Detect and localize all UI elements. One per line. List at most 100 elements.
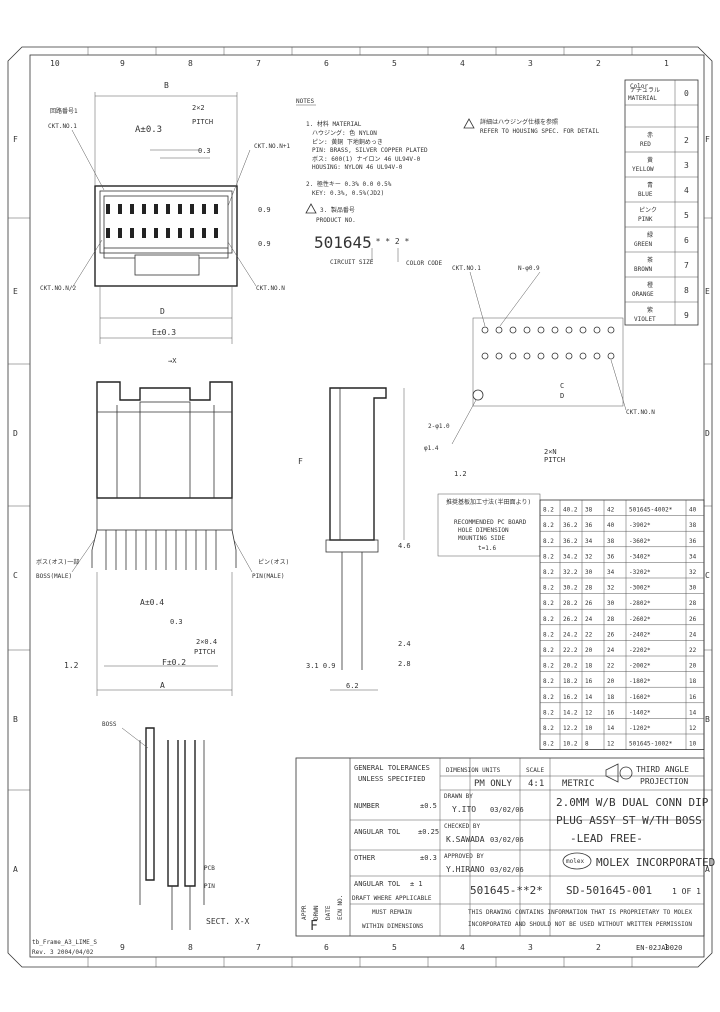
bottom-column-numbers: 9 8 7 6 5 4 3 2 1 [120, 943, 669, 952]
dim-table-cell: 14 [607, 725, 615, 732]
row-label: B [705, 715, 710, 724]
dim-table-cell: 24 [585, 616, 593, 623]
dim-table-cell: 22 [607, 663, 615, 670]
checked-by-label: CHECKED BY [444, 823, 481, 830]
angular-label: ANGULAR TOL [354, 880, 400, 888]
dim-table-cell: 34 [585, 538, 593, 545]
dim-table-cell: 8.2 [543, 507, 554, 514]
top-column-numbers: 10 9 8 7 6 5 4 3 2 1 [50, 59, 669, 68]
sheet-number: 1 OF 1 [672, 887, 701, 896]
dim-table-cell: 36.2 [563, 538, 578, 545]
dim-table-cell: 8.2 [543, 522, 554, 529]
dim-table-cell: 30 [585, 569, 593, 576]
dim-table-cell: -2802* [629, 600, 651, 607]
draft-note: MUST REMAIN [372, 909, 412, 916]
dim-table-cell: 10 [689, 741, 697, 748]
dim-label: 0.9 [258, 240, 271, 248]
approved-by-label: APPROVED BY [444, 853, 484, 860]
dim-label: 0.3 [170, 618, 183, 626]
dim-label: 4.6 [398, 542, 411, 550]
color-code: 0 [684, 89, 689, 98]
color-code: 7 [684, 261, 689, 270]
section-mark: →X [168, 357, 177, 365]
dim-table-cell: 18 [607, 694, 615, 701]
dim-label: A±0.3 [135, 125, 162, 135]
dim-table-cell: -3602* [629, 538, 651, 545]
hole-row-2 [481, 352, 615, 360]
projection-circle-icon [619, 766, 633, 780]
grid-ticks [8, 47, 712, 967]
dim-table-cell: 38 [607, 538, 615, 545]
dim-label: 2×2 [192, 104, 205, 112]
color-jp: 橙 [647, 281, 653, 289]
dim-table-cell: 20 [689, 663, 697, 670]
color-en: VIOLET [634, 316, 656, 323]
dim-label: 1.2 [64, 661, 79, 670]
color-en: ORANGE [632, 291, 654, 298]
draft-note: DRAFT WHERE APPLICABLE [352, 895, 432, 902]
dim-table-cell: 30.2 [563, 585, 578, 592]
notes-block: NOTES 1. 材料 MATERIAL ハウジング: 色 NYLON ピン: … [296, 98, 600, 267]
dim-table-cell: 32 [689, 569, 697, 576]
units-label: DIMENSION UNITS [446, 767, 501, 774]
general-tolerance: UNLESS SPECIFIED [358, 775, 425, 783]
dim-table-cell: 28 [585, 585, 593, 592]
dim-table-cell: 501645-4002* [629, 507, 673, 514]
note-line: 3. 製品番号 [320, 206, 355, 214]
pm-only: PM ONLY [474, 779, 513, 789]
color-code: 5 [684, 211, 689, 220]
legal-notice: THIS DRAWING CONTAINS INFORMATION THAT I… [468, 909, 692, 916]
note-label: D [560, 392, 564, 400]
hole-title-en: MOUNTING SIDE [458, 535, 505, 542]
callout-label: CKT.NO.N [256, 285, 285, 292]
note-label: 1.2 [454, 470, 467, 478]
footer-rev: Rev. 3 2004/04/02 [32, 949, 94, 956]
dim-table-cell: -1402* [629, 709, 651, 716]
dim-table-cell: 8.2 [543, 694, 554, 701]
col-label: 8 [188, 943, 193, 952]
color-code-table: Color MATERIAL ナチュラル 0 赤 RED 2 黄 YELLOW … [624, 79, 699, 326]
hole-title-jp: 推奨基板加工寸法(半田面より) [446, 498, 531, 506]
dim-table-cell: 26.2 [563, 616, 578, 623]
tol-value: ±0.25 [418, 828, 439, 836]
note-line: 1. 材料 MATERIAL [306, 120, 362, 128]
hole-title-en: t=1.6 [478, 545, 496, 552]
drawn-by: Y.ITO [452, 805, 476, 814]
dim-table-cell: 22 [689, 647, 697, 654]
dim-table-cell: 38 [689, 522, 697, 529]
dim-table-cell: -2602* [629, 616, 651, 623]
color-code: 2 [684, 136, 689, 145]
color-en: GREEN [634, 241, 652, 248]
dim-table-cell: 34 [607, 569, 615, 576]
color-jp: 茶 [647, 256, 653, 264]
legal-notice: INCORPORATED AND SHOULD NOT BE USED WITH… [468, 921, 692, 928]
dim-table-cell: -3902* [629, 522, 651, 529]
tol-value: ±0.5 [420, 802, 437, 810]
dim-table-cell: 36.2 [563, 522, 578, 529]
row-letters: F E D C B A F E D C B A [13, 135, 710, 874]
dim-label: F±0.2 [162, 658, 186, 667]
color-jp: 紫 [647, 306, 653, 314]
part-number-big: 501645 [314, 233, 372, 252]
drawn-by-label: DRAWN BY [444, 793, 473, 800]
row-label: A [13, 865, 18, 874]
dim-table-cell: 16 [689, 694, 697, 701]
dim-table-cell: 26 [689, 616, 697, 623]
tol-label: ANGULAR TOL [354, 828, 400, 836]
dim-table-cell: 501645-1002* [629, 741, 673, 748]
rev-col-label: DRWN [313, 905, 320, 920]
callout-label: 回路番号1 [50, 107, 78, 115]
dim-label: 0.9 [258, 206, 271, 214]
callout-label: BOSS [102, 721, 117, 728]
dim-table-cell: 26 [607, 631, 615, 638]
molex-logo [562, 852, 592, 870]
drawing-title: PLUG ASSY ST W/TH BOSS [556, 814, 702, 827]
row-label: C [705, 571, 710, 580]
hole-title-en: HOLE DIMENSION [458, 527, 509, 534]
note-line: KEY: 0.3%, 0.5%(JD2) [312, 190, 384, 197]
col-label: 4 [460, 59, 465, 68]
dim-label: E±0.3 [152, 328, 176, 337]
hole-dimension-title: 推奨基板加工寸法(半田面より) RECOMMENDED PC BOARD HOL… [437, 493, 541, 557]
col-label: 9 [120, 59, 125, 68]
dim-table-cell: 12 [585, 709, 593, 716]
